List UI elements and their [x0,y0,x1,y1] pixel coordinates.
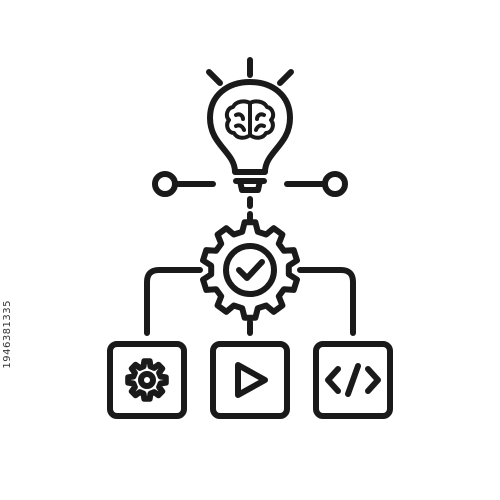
code-box-frame [313,341,393,419]
light-rays [206,57,294,86]
check-circle [223,243,277,297]
play-box-frame [210,341,290,419]
branch-line-left [144,267,203,336]
checkmark-icon [236,259,265,281]
lightbulb-icon [207,79,293,193]
right-connector [284,171,348,197]
gear-outline [200,219,300,321]
brain-icon [224,99,276,140]
gear-check-icon [200,219,300,321]
stock-id-label: 1946381335 [2,300,13,369]
gear-icon [125,358,169,402]
branch-line-right [297,267,356,336]
branch-lines [144,267,356,336]
light-ray-left [206,69,223,86]
settings-box [107,341,187,419]
gear-hub [138,371,156,389]
settings-box-frame [107,341,187,419]
light-ray-right [277,69,294,86]
code-box [313,341,393,419]
code-icon [325,363,381,397]
left-connector [152,171,216,197]
play-icon [235,362,268,398]
play-box [210,341,290,419]
